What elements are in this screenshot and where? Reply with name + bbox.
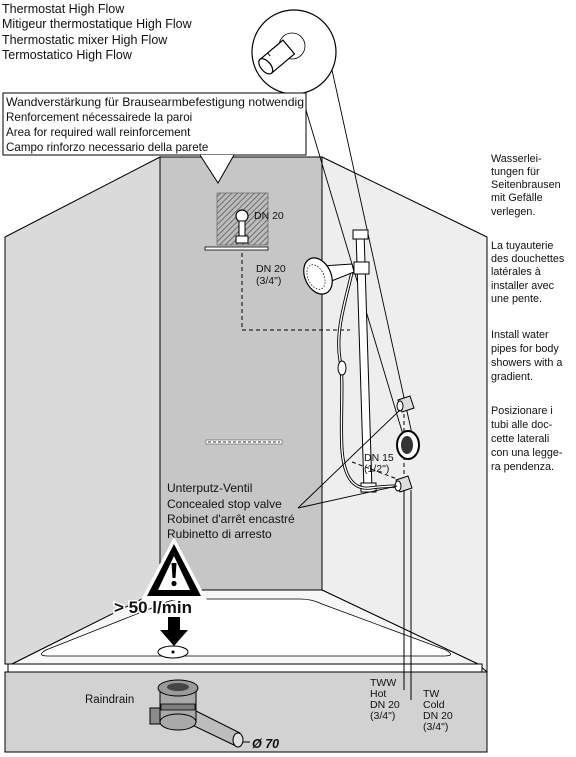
pipe-slope-note-fr: latérales à xyxy=(491,266,541,278)
wall-connector-upper xyxy=(396,395,415,413)
cold-supply-label: (3/4") xyxy=(423,721,448,733)
pipe-slope-note-fr: une pente. xyxy=(491,293,542,305)
callout-line: Wandverstärkung für Brausearmbefestigung… xyxy=(6,96,304,109)
pipe-slope-note-de: mit Gefälle xyxy=(491,192,543,204)
raindrain-siphon xyxy=(149,679,244,748)
pipe-slope-note-fr: installer avec xyxy=(491,280,555,292)
pipe-slope-note-it: Posizionare i xyxy=(491,405,553,417)
callout-box xyxy=(2,92,307,156)
pipe-slope-note-it: con una legge- xyxy=(491,447,563,459)
body-shower-dn-label: DN 15 xyxy=(364,452,394,464)
shower-hose-inner xyxy=(338,271,401,489)
cold-supply-label: TW xyxy=(423,688,439,700)
overhead-supply-inch-label: (3/4") xyxy=(256,275,281,287)
stop-valve-label: Rubinetto di arresto xyxy=(167,527,272,541)
pipe-slope-note-de: Wasserlei- xyxy=(491,153,542,165)
pipe-slope-note-en: pipes for body xyxy=(491,343,559,355)
cold-supply-label: DN 20 xyxy=(423,710,453,722)
thermostat-detail xyxy=(251,9,337,95)
reinforcement-callout: Wandverstärkung für Brausearmbefestigung… xyxy=(2,92,307,184)
drain-flow-arrow-icon xyxy=(160,617,188,646)
callout-line: Renforcement nécessairede la paroi xyxy=(6,111,192,124)
cold-supply-label: Cold xyxy=(423,699,445,711)
pipe-slope-note-de: Seitenbrausen xyxy=(491,179,561,191)
pipe-slope-note-it: cette laterali xyxy=(491,433,549,445)
pipe-slope-note-it: tubi alle doc- xyxy=(491,419,553,431)
overhead-shower-plate xyxy=(204,246,269,251)
body-shower-pipe xyxy=(351,461,401,481)
warning-icon xyxy=(141,537,207,600)
drain-name-label: Raindrain xyxy=(85,694,134,706)
pipe-slope-note-fr: des douchettes xyxy=(491,253,565,265)
thermostat-knob xyxy=(258,39,296,75)
callout-line: Area for required wall reinforcement xyxy=(6,126,191,139)
product-title-line: Thermostatic mixer High Flow xyxy=(2,33,168,47)
shower-arm-elbow xyxy=(235,209,249,244)
thermostat-valve xyxy=(396,430,420,460)
overhead-supply-pipe xyxy=(241,253,350,331)
thermostat-rosette xyxy=(251,9,337,95)
pipe-slope-note-fr: La tuyauterie xyxy=(491,240,553,252)
thermostat-leader-line xyxy=(331,69,413,435)
stop-valve-label: Concealed stop valve xyxy=(167,497,282,511)
rail-slider xyxy=(353,261,370,275)
pipe-slope-note-en: Install water xyxy=(491,329,549,341)
tray-basin xyxy=(41,598,451,657)
callout-pointer xyxy=(200,155,234,183)
shower-arm-dn-label: DN 20 xyxy=(254,210,284,222)
hot-supply-label: TWW xyxy=(370,677,396,689)
overhead-supply-dn-label: DN 20 xyxy=(256,263,286,275)
left-wall xyxy=(4,156,161,665)
drain-diameter-label: Ø 70 xyxy=(252,737,279,751)
product-title-line: Mitigeur thermostatique High Flow xyxy=(2,17,193,31)
product-title-line: Termostatico High Flow xyxy=(2,48,133,62)
pipe-slope-note-de: tungen für xyxy=(491,166,540,178)
body-shower-inch-label: (1/2") xyxy=(364,463,389,475)
stop-valve-label: Robinet d'arrêt encastré xyxy=(167,512,295,526)
pipe-slope-note-en: showers with a xyxy=(491,357,562,369)
callout-pointer-outline xyxy=(199,154,235,184)
stop-valve-leader-line xyxy=(297,485,398,509)
hot-supply-label: Hot xyxy=(370,688,386,700)
product-title: Thermostat High Flow Mitigeur thermostat… xyxy=(2,2,193,62)
tray-drain xyxy=(157,645,189,659)
rail-top-bracket xyxy=(352,229,369,240)
hand-shower-spray-face xyxy=(306,264,326,290)
installation-base xyxy=(4,671,488,753)
pipe-slope-note-en: gradient. xyxy=(491,371,533,383)
hose-nut xyxy=(337,360,347,376)
hand-shower-head xyxy=(303,257,333,295)
pipe-slope-note-it: ra pendenza. xyxy=(491,461,554,473)
pipe-slope-note-de: verlegen. xyxy=(491,206,535,218)
hot-supply-label: DN 20 xyxy=(370,699,400,711)
callout-line: Campo rinforzo necessario della parete xyxy=(6,141,208,154)
product-title-line: Thermostat High Flow xyxy=(2,2,125,16)
hot-supply-label: (3/4") xyxy=(370,710,395,722)
wall-connector-lower xyxy=(394,475,413,493)
pipe-slope-note: Wasserlei- tungen für Seitenbrausen mit … xyxy=(491,153,565,473)
stop-valve-leader-line xyxy=(297,409,401,509)
stop-valve-label: Unterputz-Ventil xyxy=(167,481,252,495)
min-drain-flow-label: > 50 l/min xyxy=(114,598,192,617)
